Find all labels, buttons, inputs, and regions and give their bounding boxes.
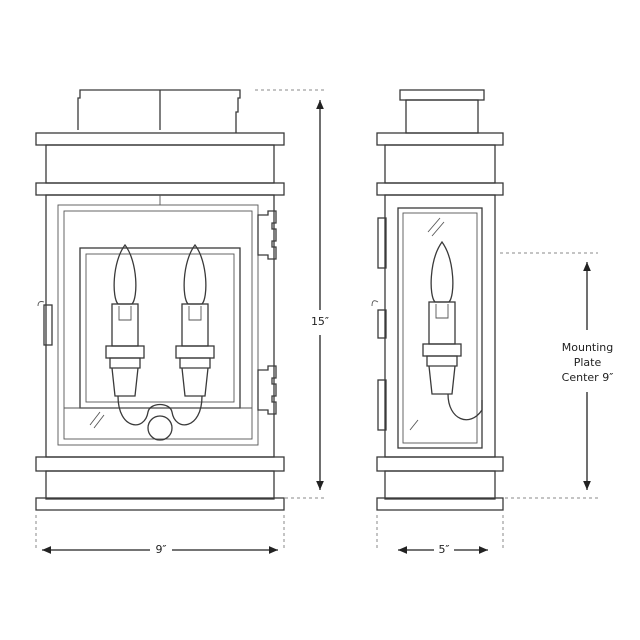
side-view — [371, 89, 504, 511]
side-candle — [422, 240, 483, 421]
candle-left — [105, 243, 145, 397]
side-glass-panel — [397, 207, 483, 449]
front-width-label: 9″ — [155, 543, 167, 556]
front-lower-band — [35, 456, 285, 472]
mounting-label-line-1: Mounting — [561, 341, 614, 354]
front-hinge-bottom — [257, 365, 277, 415]
mounting-label-line-3: Center 9″ — [561, 371, 614, 384]
front-top-collar — [35, 132, 285, 146]
candle-right — [175, 243, 215, 397]
height-label: 15″ — [310, 315, 330, 328]
dimension-lines — [35, 89, 598, 554]
mounting-label-line-2: Plate — [573, 356, 602, 369]
side-width-label: 5″ — [438, 543, 450, 556]
front-latch — [43, 304, 53, 346]
front-upper-body — [45, 144, 275, 184]
mounting-label: Mounting Plate Center 9″ — [545, 340, 630, 385]
side-top-cap — [399, 89, 485, 101]
side-top-collar — [376, 132, 504, 146]
front-upper-band — [35, 182, 285, 196]
front-view — [35, 89, 285, 511]
side-main-body — [384, 194, 496, 458]
front-bottom-body — [45, 470, 275, 500]
front-hinge-top — [257, 210, 277, 260]
candle-arm — [117, 395, 203, 426]
front-base — [35, 497, 285, 511]
front-top-cap — [77, 89, 241, 133]
side-base — [376, 497, 504, 511]
front-inner-frame — [79, 247, 241, 409]
